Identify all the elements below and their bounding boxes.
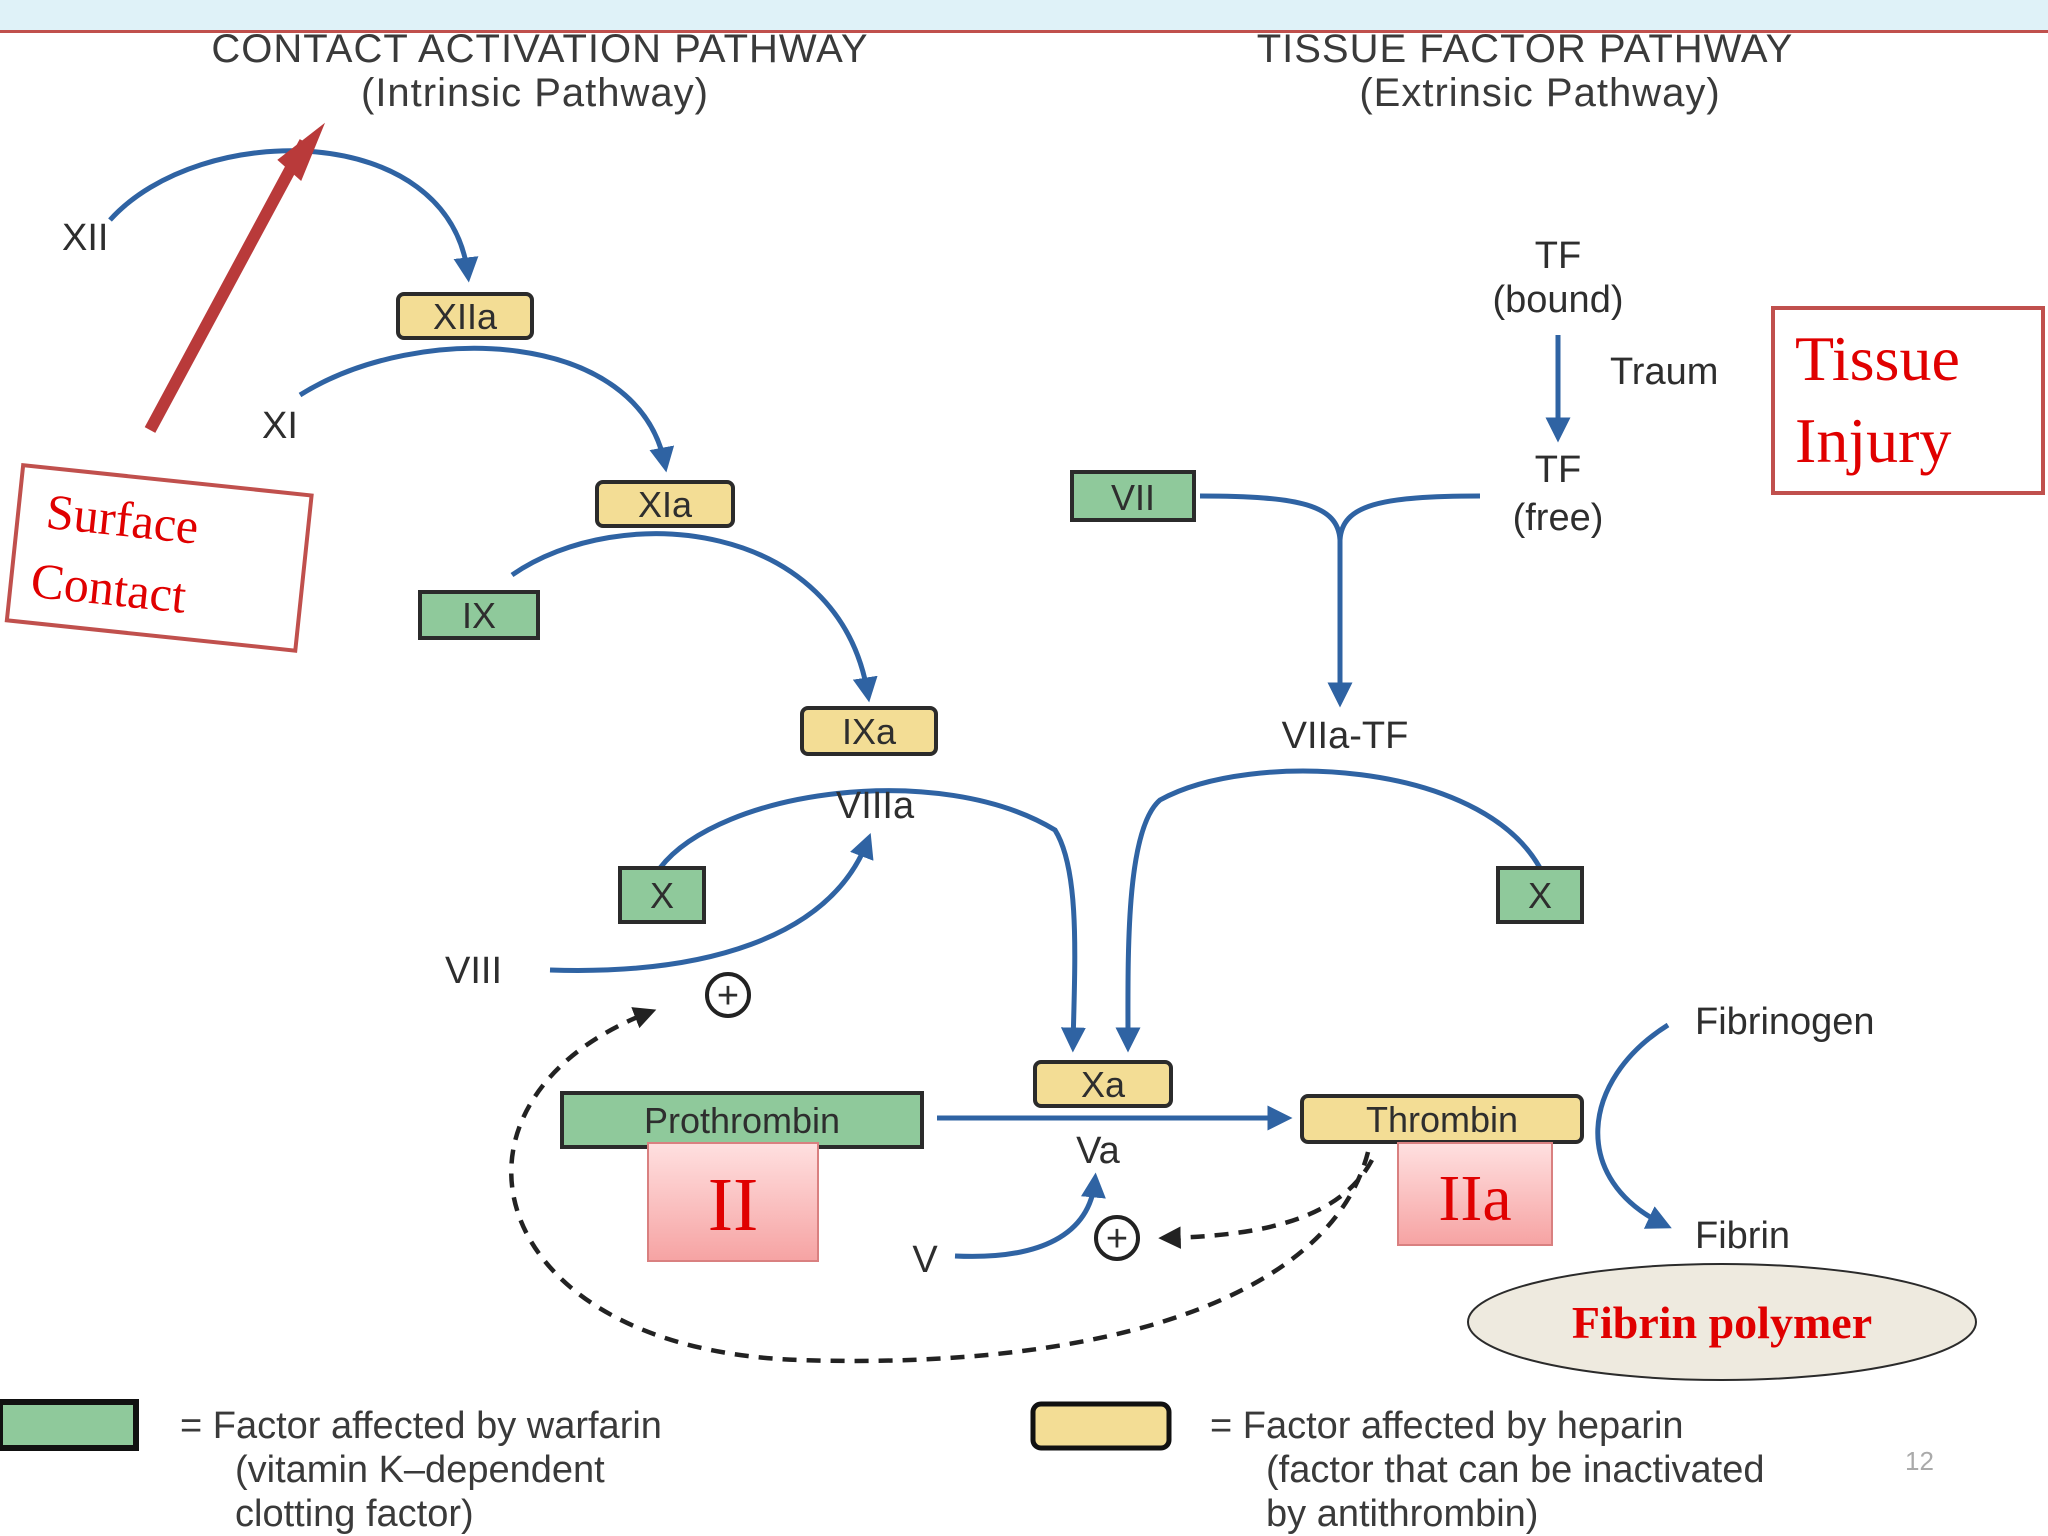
xii-to-xiia-arrow <box>108 148 479 283</box>
legend-warfarin-line2: (vitamin K–dependent <box>235 1449 605 1491</box>
svg-text:IX: IX <box>462 595 496 636</box>
svg-text:VII: VII <box>1111 477 1155 518</box>
svg-text:II: II <box>708 1163 759 1247</box>
fibrinogen-to-fibrin-arrow <box>1595 1022 1672 1229</box>
svg-text:Xa: Xa <box>1081 1064 1126 1105</box>
factor-x-extrinsic-box: X <box>1496 866 1584 924</box>
svg-text:Thrombin: Thrombin <box>1366 1099 1518 1140</box>
legend-warfarin-line1: = Factor affected by warfarin <box>180 1405 662 1447</box>
factor-iia-callout: IIa <box>1397 1142 1553 1246</box>
tf-free-state-label: (free) <box>1513 497 1604 539</box>
factor-ixa-box: IXa <box>800 706 938 756</box>
viia-tf-label: VIIa-TF <box>1282 715 1409 757</box>
svg-text:X: X <box>1528 875 1552 916</box>
surface-contact-callout: Surface Contact <box>4 462 314 653</box>
surface-contact-arrow-shaft <box>144 139 311 433</box>
tf-free-label: TF <box>1535 449 1581 491</box>
factor-viii-label: VIII <box>445 950 502 992</box>
slide-number: 12 <box>1905 1446 1934 1476</box>
tissue-injury-callout: Tissue Injury <box>1771 306 2045 495</box>
svg-text:IXa: IXa <box>842 711 897 752</box>
svg-text:IIa: IIa <box>1438 1162 1511 1235</box>
factor-xa-box: Xa <box>1033 1060 1173 1108</box>
factor-x-intrinsic-box: X <box>618 866 706 924</box>
x-to-xa-intrinsic-arrow <box>658 788 1086 1053</box>
tf-bound-label: TF <box>1535 235 1581 277</box>
fibrin-polymer-callout: Fibrin polymer <box>1467 1263 1977 1381</box>
svg-text:Prothrombin: Prothrombin <box>644 1100 840 1141</box>
factor-va-label: Va <box>1076 1130 1121 1172</box>
factor-xiia-box: XIIa <box>396 292 534 340</box>
factor-xia-box: XIa <box>595 480 735 528</box>
svg-text:XIa: XIa <box>638 484 693 525</box>
svg-text:Fibrin polymer: Fibrin polymer <box>1572 1297 1872 1348</box>
factor-xi-label: XI <box>262 405 298 447</box>
viii-to-viiia-arrow <box>549 832 874 973</box>
factor-ix-box: IX <box>418 590 540 640</box>
positive-feedback-viii-icon <box>705 972 751 1018</box>
legend-heparin-line3: by antithrombin) <box>1266 1493 1538 1535</box>
legend-heparin-line1: = Factor affected by heparin <box>1210 1405 1684 1447</box>
extrinsic-pathway-subtitle: (Extrinsic Pathway) <box>1359 71 1720 115</box>
legend-warfarin-line3: clotting factor) <box>235 1493 474 1535</box>
fibrinogen-label: Fibrinogen <box>1695 1001 1875 1043</box>
v-to-va-arrow <box>954 1172 1106 1259</box>
positive-feedback-v-icon <box>1094 1215 1140 1261</box>
fibrin-label: Fibrin <box>1695 1215 1790 1257</box>
intrinsic-pathway-subtitle: (Intrinsic Pathway) <box>361 71 709 115</box>
tf-join-line <box>1337 493 1481 541</box>
vii-join-line <box>1199 493 1343 541</box>
thrombin-feedback-viii-arrow <box>509 1007 1371 1364</box>
trauma-label: Traum <box>1610 351 1718 393</box>
x-to-xa-extrinsic-arrow <box>1115 768 1543 1053</box>
ix-to-ixa-arrow <box>510 531 878 703</box>
factor-vii-box: VII <box>1070 470 1196 522</box>
factor-xii-label: XII <box>62 217 108 259</box>
extrinsic-pathway-title: TISSUE FACTOR PATHWAY <box>1257 27 1794 71</box>
surface-contact-arrowhead-icon <box>277 122 326 182</box>
prothrombin-box: Prothrombin <box>560 1091 924 1149</box>
xi-to-xia-arrow <box>298 345 675 473</box>
legend-heparin-swatch <box>1030 1401 1172 1451</box>
top-banner <box>0 0 2048 33</box>
svg-text:Tissue: Tissue <box>1795 323 1960 394</box>
svg-text:Injury: Injury <box>1795 405 1951 476</box>
thrombin-feedback-v-arrow <box>1158 1158 1374 1249</box>
legend-warfarin-swatch <box>0 1399 139 1451</box>
factor-viiia-label: VIIIa <box>836 785 915 827</box>
svg-text:XIIa: XIIa <box>433 296 498 337</box>
thrombin-box: Thrombin <box>1300 1094 1584 1144</box>
plus-sign-v: + <box>1106 1218 1128 1260</box>
factor-v-label: V <box>912 1239 938 1281</box>
tf-bound-state-label: (bound) <box>1493 279 1624 321</box>
svg-text:X: X <box>650 875 674 916</box>
plus-sign-viii: + <box>717 975 739 1017</box>
intrinsic-pathway-title: CONTACT ACTIVATION PATHWAY <box>211 27 868 71</box>
factor-ii-callout: II <box>647 1142 819 1262</box>
legend-heparin-line2: (factor that can be inactivated <box>1266 1449 1765 1491</box>
